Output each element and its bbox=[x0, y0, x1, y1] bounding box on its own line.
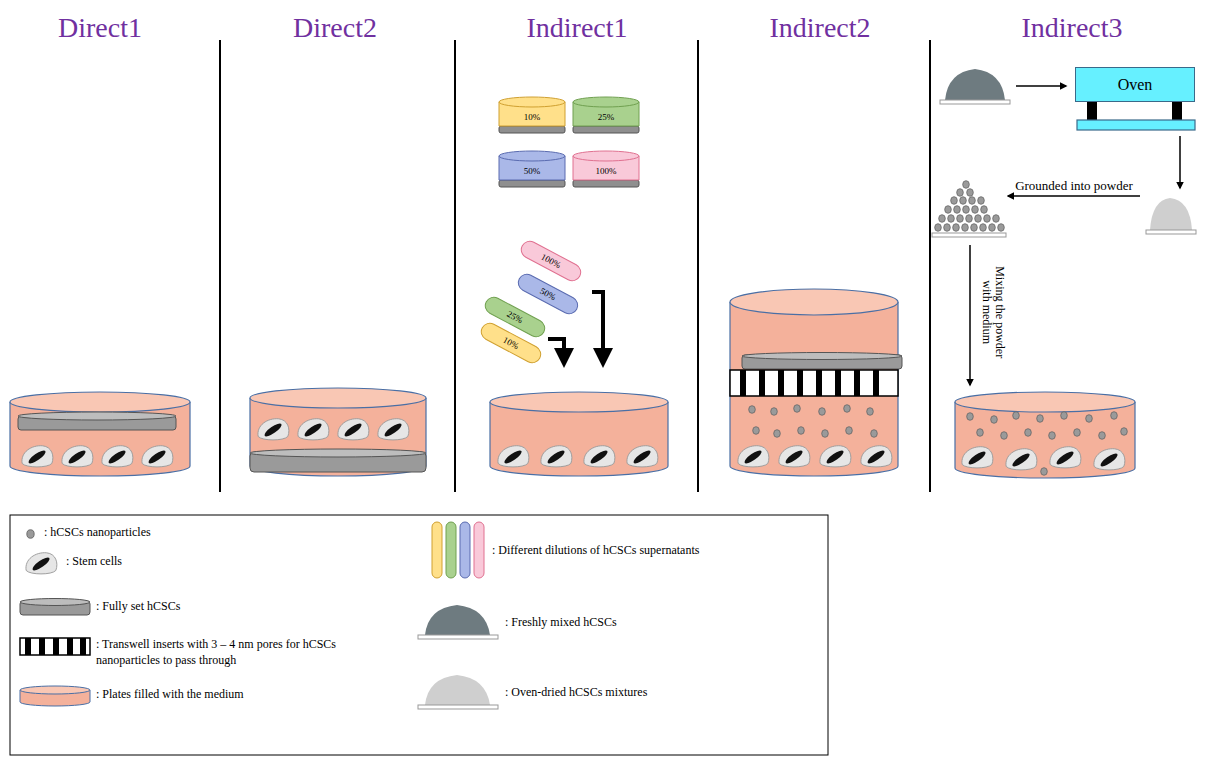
node-text: 25% bbox=[598, 112, 615, 122]
node-text: 100% bbox=[539, 252, 562, 271]
legend-text: : Transwell inserts with 3 – 4 nm pores … bbox=[96, 636, 361, 668]
hcsc-disc: 25% bbox=[572, 96, 640, 134]
legend-text: : Plates filled with the medium bbox=[96, 688, 244, 702]
node-text: Oven bbox=[1118, 76, 1153, 94]
oven-box: Oven bbox=[1075, 67, 1195, 102]
step-label: Mixing the powder with medium bbox=[979, 255, 1005, 370]
panel-heading: Indirect2 bbox=[769, 12, 870, 44]
panel-heading: Indirect1 bbox=[526, 12, 627, 44]
panel-heading: Indirect3 bbox=[1021, 12, 1122, 44]
hcsc-disc: 100% bbox=[572, 150, 640, 188]
node-text: 25% bbox=[505, 309, 524, 326]
panel-heading: Direct1 bbox=[58, 12, 142, 44]
node-text: 50% bbox=[524, 166, 541, 176]
legend-text: : Oven-dried hCSCs mixtures bbox=[505, 686, 647, 700]
panel-heading: Direct2 bbox=[293, 12, 377, 44]
node-text: 10% bbox=[501, 335, 520, 352]
arrow-label: Grounded into powder bbox=[1015, 179, 1133, 194]
legend-text: : Freshly mixed hCSCs bbox=[505, 616, 617, 630]
node-text: 50% bbox=[538, 286, 557, 303]
legend-text: : Different dilutions of hCSCs supernata… bbox=[492, 544, 699, 558]
legend-text: : hCSCs nanoparticles bbox=[44, 526, 151, 540]
node-text: 100% bbox=[596, 166, 617, 176]
legend-text: : Stem cells bbox=[66, 555, 122, 569]
node-text: 10% bbox=[524, 112, 541, 122]
hcsc-disc: 50% bbox=[498, 150, 566, 188]
legend-text: : Fully set hCSCs bbox=[96, 600, 180, 614]
hcsc-disc: 10% bbox=[498, 96, 566, 134]
